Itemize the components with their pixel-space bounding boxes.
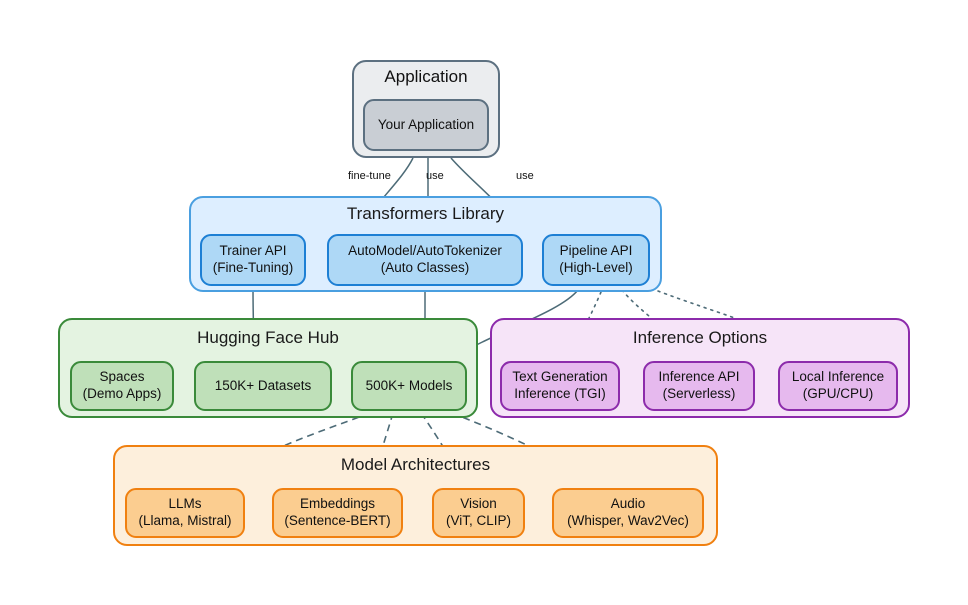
node-llms[interactable]: LLMs (Llama, Mistral) <box>125 488 245 538</box>
node-trainer-api[interactable]: Trainer API (Fine-Tuning) <box>200 234 306 286</box>
node-your-application[interactable]: Your Application <box>363 99 489 151</box>
node-inference-api[interactable]: Inference API (Serverless) <box>643 361 755 411</box>
node-automodel-autotokenizer[interactable]: AutoModel/AutoTokenizer (Auto Classes) <box>327 234 523 286</box>
node-datasets[interactable]: 150K+ Datasets <box>194 361 332 411</box>
node-label-embeddings-line1: Embeddings <box>299 496 376 512</box>
edge-label-fine-tune: fine-tune <box>348 170 391 182</box>
node-embeddings[interactable]: Embeddings (Sentence-BERT) <box>272 488 403 538</box>
node-label-vision-line2: (ViT, CLIP) <box>445 513 511 528</box>
cluster-title-inference-options: Inference Options <box>632 328 768 347</box>
node-vision[interactable]: Vision (ViT, CLIP) <box>432 488 525 538</box>
cluster-title-hugging-face-hub: Hugging Face Hub <box>197 328 339 347</box>
node-label-tgi-line1: Text Generation <box>512 369 608 385</box>
node-label-embeddings-line2: (Sentence-BERT) <box>284 513 391 528</box>
cluster-title-model-architectures: Model Architectures <box>340 455 491 474</box>
cluster-title-application: Application <box>384 67 468 86</box>
cluster-title-transformers-library: Transformers Library <box>346 204 505 223</box>
node-label-local-inference-line1: Local Inference <box>791 369 885 385</box>
edge-label-use-2: use <box>516 170 534 182</box>
node-label-inference-api-line2: (Serverless) <box>662 386 736 401</box>
node-label-local-inference-line2: (GPU/CPU) <box>802 386 874 401</box>
node-label-audio-line1: Audio <box>610 496 646 512</box>
node-local-inference[interactable]: Local Inference (GPU/CPU) <box>778 361 898 411</box>
node-label-spaces-line1: Spaces <box>99 369 145 385</box>
node-audio[interactable]: Audio (Whisper, Wav2Vec) <box>552 488 704 538</box>
node-label-audio-line2: (Whisper, Wav2Vec) <box>567 513 689 528</box>
node-tgi[interactable]: Text Generation Inference (TGI) <box>500 361 620 411</box>
node-label-vision-line1: Vision <box>460 496 497 512</box>
node-label-datasets: 150K+ Datasets <box>214 377 312 393</box>
node-label-trainer-api-line1: Trainer API <box>219 243 287 259</box>
node-label-pipeline-api-line1: Pipeline API <box>559 243 633 259</box>
node-models[interactable]: 500K+ Models <box>351 361 467 411</box>
node-label-tgi-line2: Inference (TGI) <box>514 386 606 401</box>
edge-label-use-1: use <box>426 170 444 182</box>
node-label-trainer-api-line2: (Fine-Tuning) <box>212 260 294 275</box>
node-label-pipeline-api-line2: (High-Level) <box>559 260 633 275</box>
node-label-automodel-line2: (Auto Classes) <box>380 260 470 275</box>
node-label-inference-api-line1: Inference API <box>658 369 740 385</box>
node-label-spaces-line2: (Demo Apps) <box>82 386 162 401</box>
node-label-llms-line2: (Llama, Mistral) <box>138 513 232 528</box>
node-label-llms-line1: LLMs <box>168 496 202 512</box>
node-label-your-application: Your Application <box>377 116 475 132</box>
node-label-automodel-line1: AutoModel/AutoTokenizer <box>348 243 502 259</box>
node-spaces[interactable]: Spaces (Demo Apps) <box>70 361 174 411</box>
node-pipeline-api[interactable]: Pipeline API (High-Level) <box>542 234 650 286</box>
node-label-models: 500K+ Models <box>365 377 453 393</box>
